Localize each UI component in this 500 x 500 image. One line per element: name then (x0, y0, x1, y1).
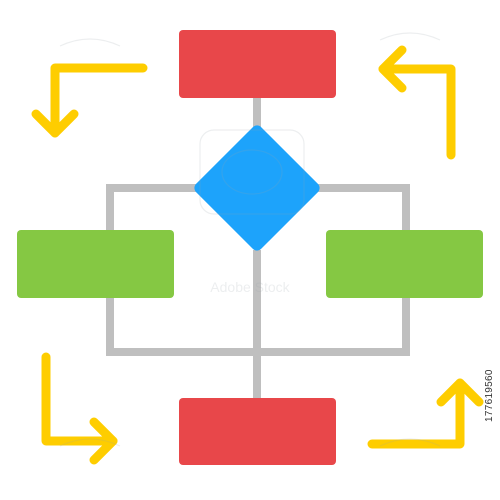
bottom-left-arrow-icon (41, 352, 118, 465)
start-process-box (179, 30, 336, 98)
top-left-arrow-icon (31, 63, 148, 138)
left-branch-box (17, 230, 174, 298)
right-branch-box (326, 230, 483, 298)
top-right-arrow-icon (378, 45, 456, 160)
stock-id-label: 177619560 (484, 369, 495, 422)
decision-diamond (194, 125, 320, 251)
bottom-right-arrow-icon (367, 378, 484, 449)
cycle-arrows (31, 45, 484, 465)
end-process-box (179, 398, 336, 465)
